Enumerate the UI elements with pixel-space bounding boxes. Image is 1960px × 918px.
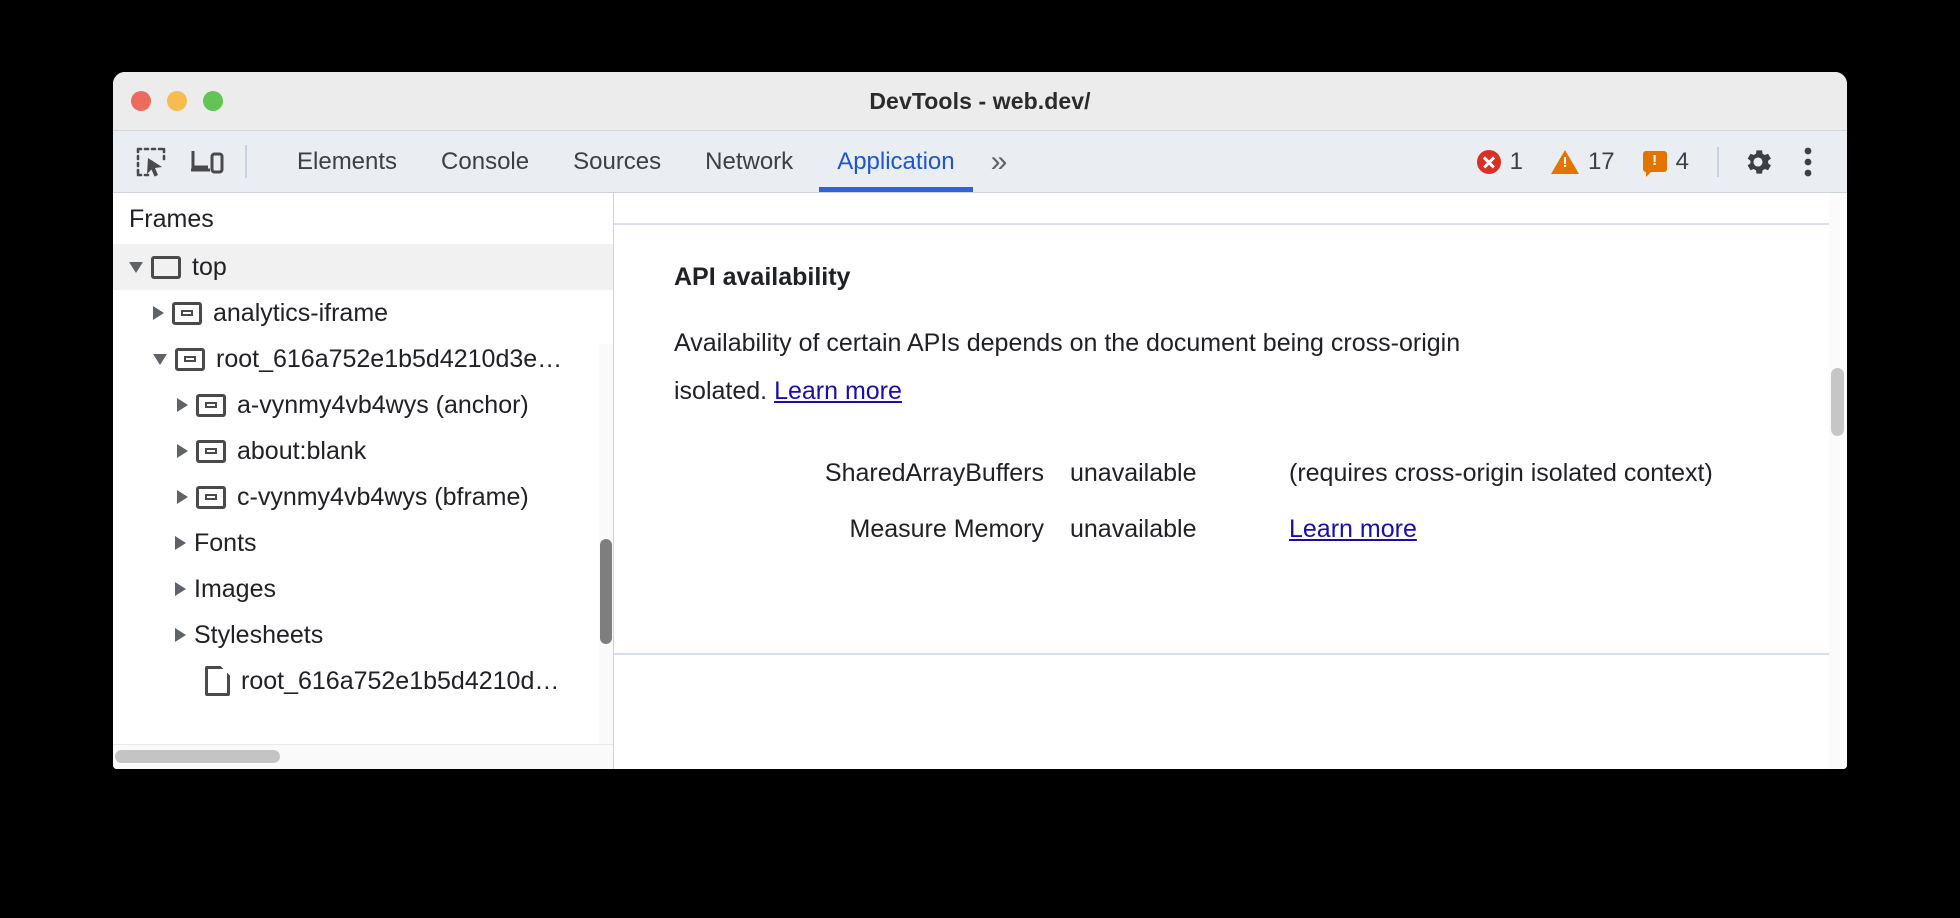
window-titlebar: DevTools - web.dev/	[113, 72, 1847, 131]
next-section-strip	[614, 655, 1847, 715]
document-icon	[205, 666, 230, 696]
frames-tree: top analytics-iframe root_616a752e1b5d42…	[113, 244, 613, 744]
sidebar-horizontal-scrollbar[interactable]	[113, 744, 613, 769]
error-icon	[1476, 149, 1501, 174]
table-row: Measure Memory unavailable Learn more	[614, 501, 1847, 557]
issue-count: 4	[1675, 147, 1689, 175]
row-key-sharedarraybuffers: SharedArrayBuffers	[824, 459, 1044, 487]
frame-details-panel: API availability Availability of certain…	[614, 193, 1847, 769]
main-scrollbar-thumb[interactable]	[1831, 368, 1844, 436]
window-title: DevTools - web.dev/	[869, 87, 1091, 114]
chevron-right-icon[interactable]	[177, 490, 188, 504]
row-value-measure-memory: unavailable	[1070, 515, 1197, 544]
issue-counter[interactable]: 4	[1631, 147, 1701, 177]
maximize-window-button[interactable]	[203, 91, 223, 111]
device-toolbar-icon[interactable]	[179, 131, 235, 192]
sidebar-horizontal-scrollbar-thumb[interactable]	[115, 750, 280, 763]
frame-child-icon	[175, 347, 205, 371]
tree-item-label: Stylesheets	[194, 620, 324, 649]
sidebar-scrollbar-thumb[interactable]	[600, 539, 612, 644]
toolbar-divider-right	[1717, 146, 1719, 177]
row-note-measure-memory: Learn more	[1275, 501, 1847, 557]
section-description: Availability of certain APIs depends on …	[674, 320, 1474, 415]
tree-item-stylesheets[interactable]: Stylesheets	[113, 612, 613, 658]
tree-item-stylesheet-document[interactable]: root_616a752e1b5d4210d…	[113, 658, 613, 704]
chevron-right-icon[interactable]	[177, 398, 188, 412]
warning-icon	[1550, 149, 1579, 174]
frame-child-icon	[196, 485, 226, 509]
tab-elements[interactable]: Elements	[297, 147, 398, 175]
tree-item-label: Images	[194, 574, 276, 603]
chevron-right-icon[interactable]	[175, 536, 186, 550]
section-description-text: Availability of certain APIs depends on …	[674, 329, 1461, 405]
devtools-window: DevTools - web.dev/ Elements Console Sou…	[113, 72, 1847, 769]
api-availability-table: SharedArrayBuffers unavailable (requires…	[614, 445, 1847, 558]
main-scroll-track	[1829, 193, 1847, 769]
tab-console[interactable]: Console	[441, 147, 530, 175]
chevron-right-icon[interactable]	[175, 628, 186, 642]
tree-item-root-frame[interactable]: root_616a752e1b5d4210d3e…	[113, 336, 613, 382]
tree-item-bframe[interactable]: c-vynmy4vb4wys (bframe)	[113, 474, 613, 520]
api-availability-section: API availability Availability of certain…	[614, 225, 1847, 655]
row-key-measure-memory: Measure Memory	[849, 515, 1045, 544]
tree-item-fonts[interactable]: Fonts	[113, 520, 613, 566]
devtools-body: Frames top analytics-iframe ro	[113, 193, 1847, 769]
frame-child-icon	[172, 301, 202, 325]
frame-child-icon	[196, 393, 226, 417]
tree-item-label: a-vynmy4vb4wys (anchor)	[237, 390, 529, 419]
frame-child-icon	[196, 439, 226, 463]
chevron-right-icon[interactable]	[177, 444, 188, 458]
error-counter[interactable]: 1	[1465, 148, 1535, 176]
close-window-button[interactable]	[131, 91, 151, 111]
collapsed-section-strip	[614, 193, 1847, 225]
tree-item-anchor-frame[interactable]: a-vynmy4vb4wys (anchor)	[113, 382, 613, 428]
warning-count: 17	[1587, 147, 1615, 175]
devtools-toolbar: Elements Console Sources Network Applica…	[113, 131, 1847, 193]
tree-item-about-blank[interactable]: about:blank	[113, 428, 613, 474]
inspect-element-icon[interactable]	[123, 131, 179, 192]
row-value-sharedarraybuffers: unavailable	[1070, 459, 1197, 487]
chevron-right-icon[interactable]	[175, 582, 186, 596]
tree-item-label: root_616a752e1b5d4210d…	[241, 666, 560, 695]
measure-memory-learn-more-link[interactable]: Learn more	[1289, 515, 1417, 544]
traffic-lights	[131, 91, 223, 111]
tree-item-label: root_616a752e1b5d4210d3e…	[216, 344, 563, 373]
tree-item-label: about:blank	[237, 436, 367, 465]
tab-network[interactable]: Network	[705, 147, 794, 175]
chevron-down-icon[interactable]	[129, 261, 143, 273]
table-row: SharedArrayBuffers unavailable (requires…	[614, 445, 1847, 501]
minimize-window-button[interactable]	[167, 91, 187, 111]
tree-item-label: top	[192, 252, 227, 281]
issue-icon	[1642, 151, 1667, 177]
tree-item-label: Fonts	[194, 528, 257, 557]
tab-application[interactable]: Application	[815, 131, 976, 192]
toolbar-divider	[245, 145, 247, 178]
section-title: API availability	[674, 263, 851, 291]
panel-tabs: Elements Console Sources Network Applica…	[275, 131, 1017, 192]
tree-item-analytics-iframe[interactable]: analytics-iframe	[113, 290, 613, 336]
tab-sources[interactable]: Sources	[573, 147, 662, 175]
gear-icon[interactable]	[1735, 139, 1781, 185]
tree-item-images[interactable]: Images	[113, 566, 613, 612]
learn-more-link[interactable]: Learn more	[774, 376, 902, 405]
tree-item-label: analytics-iframe	[213, 298, 389, 327]
warning-counter[interactable]: 17	[1539, 148, 1627, 176]
error-count: 1	[1509, 147, 1523, 175]
tree-item-label: c-vynmy4vb4wys (bframe)	[237, 482, 529, 511]
toolbar-right-group: 1 17 4	[1465, 131, 1847, 192]
chevron-down-icon[interactable]	[153, 353, 167, 365]
frame-top-icon	[151, 255, 181, 279]
more-tabs-icon[interactable]: »	[990, 144, 1008, 178]
application-sidebar: Frames top analytics-iframe ro	[113, 193, 614, 769]
tree-item-top[interactable]: top	[113, 244, 613, 290]
kebab-menu-icon[interactable]	[1785, 139, 1831, 185]
row-note-sharedarraybuffers: (requires cross-origin isolated context)	[1289, 459, 1713, 487]
chevron-right-icon[interactable]	[153, 306, 164, 320]
sidebar-header-frames: Frames	[113, 193, 613, 244]
